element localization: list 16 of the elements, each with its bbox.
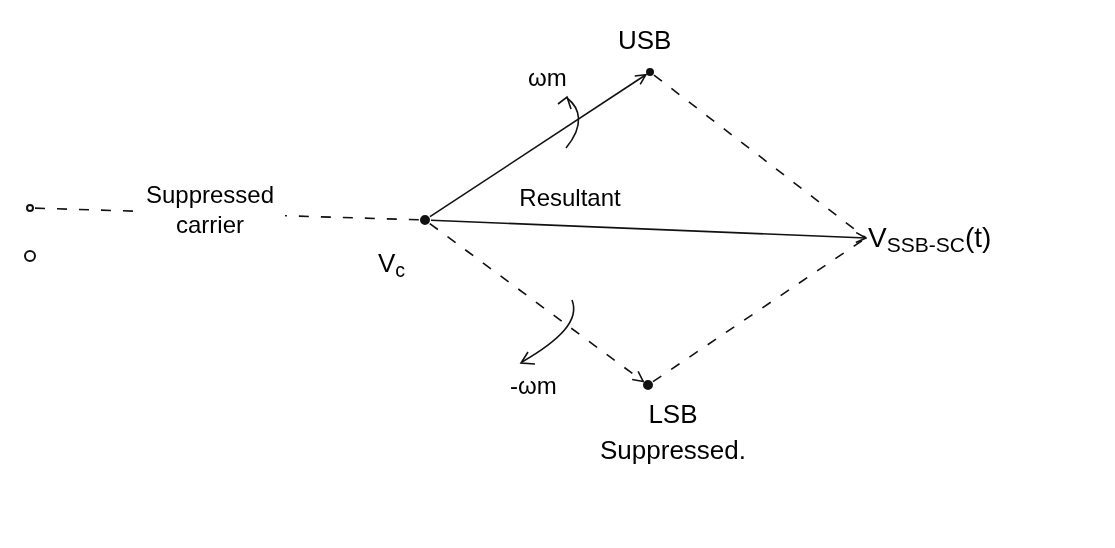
point-marker (24, 250, 36, 262)
point-marker (26, 204, 34, 212)
point-marker (420, 215, 430, 225)
point-label: LSB (648, 398, 698, 431)
arrow (430, 219, 867, 244)
point-label: V$_{c}$ (378, 247, 406, 281)
point-marker (643, 380, 653, 390)
frequency-label: -ωm (510, 371, 557, 401)
frequency-label: ωm (528, 63, 567, 93)
point-label: USB (618, 24, 672, 57)
point-marker (646, 68, 654, 76)
vector-label: V$_{SSB-SC}$(t) (868, 221, 992, 258)
arrow (429, 73, 647, 218)
dashed-line (429, 222, 644, 383)
dashed-line (653, 74, 867, 239)
point-label: Suppressed. (600, 434, 746, 467)
